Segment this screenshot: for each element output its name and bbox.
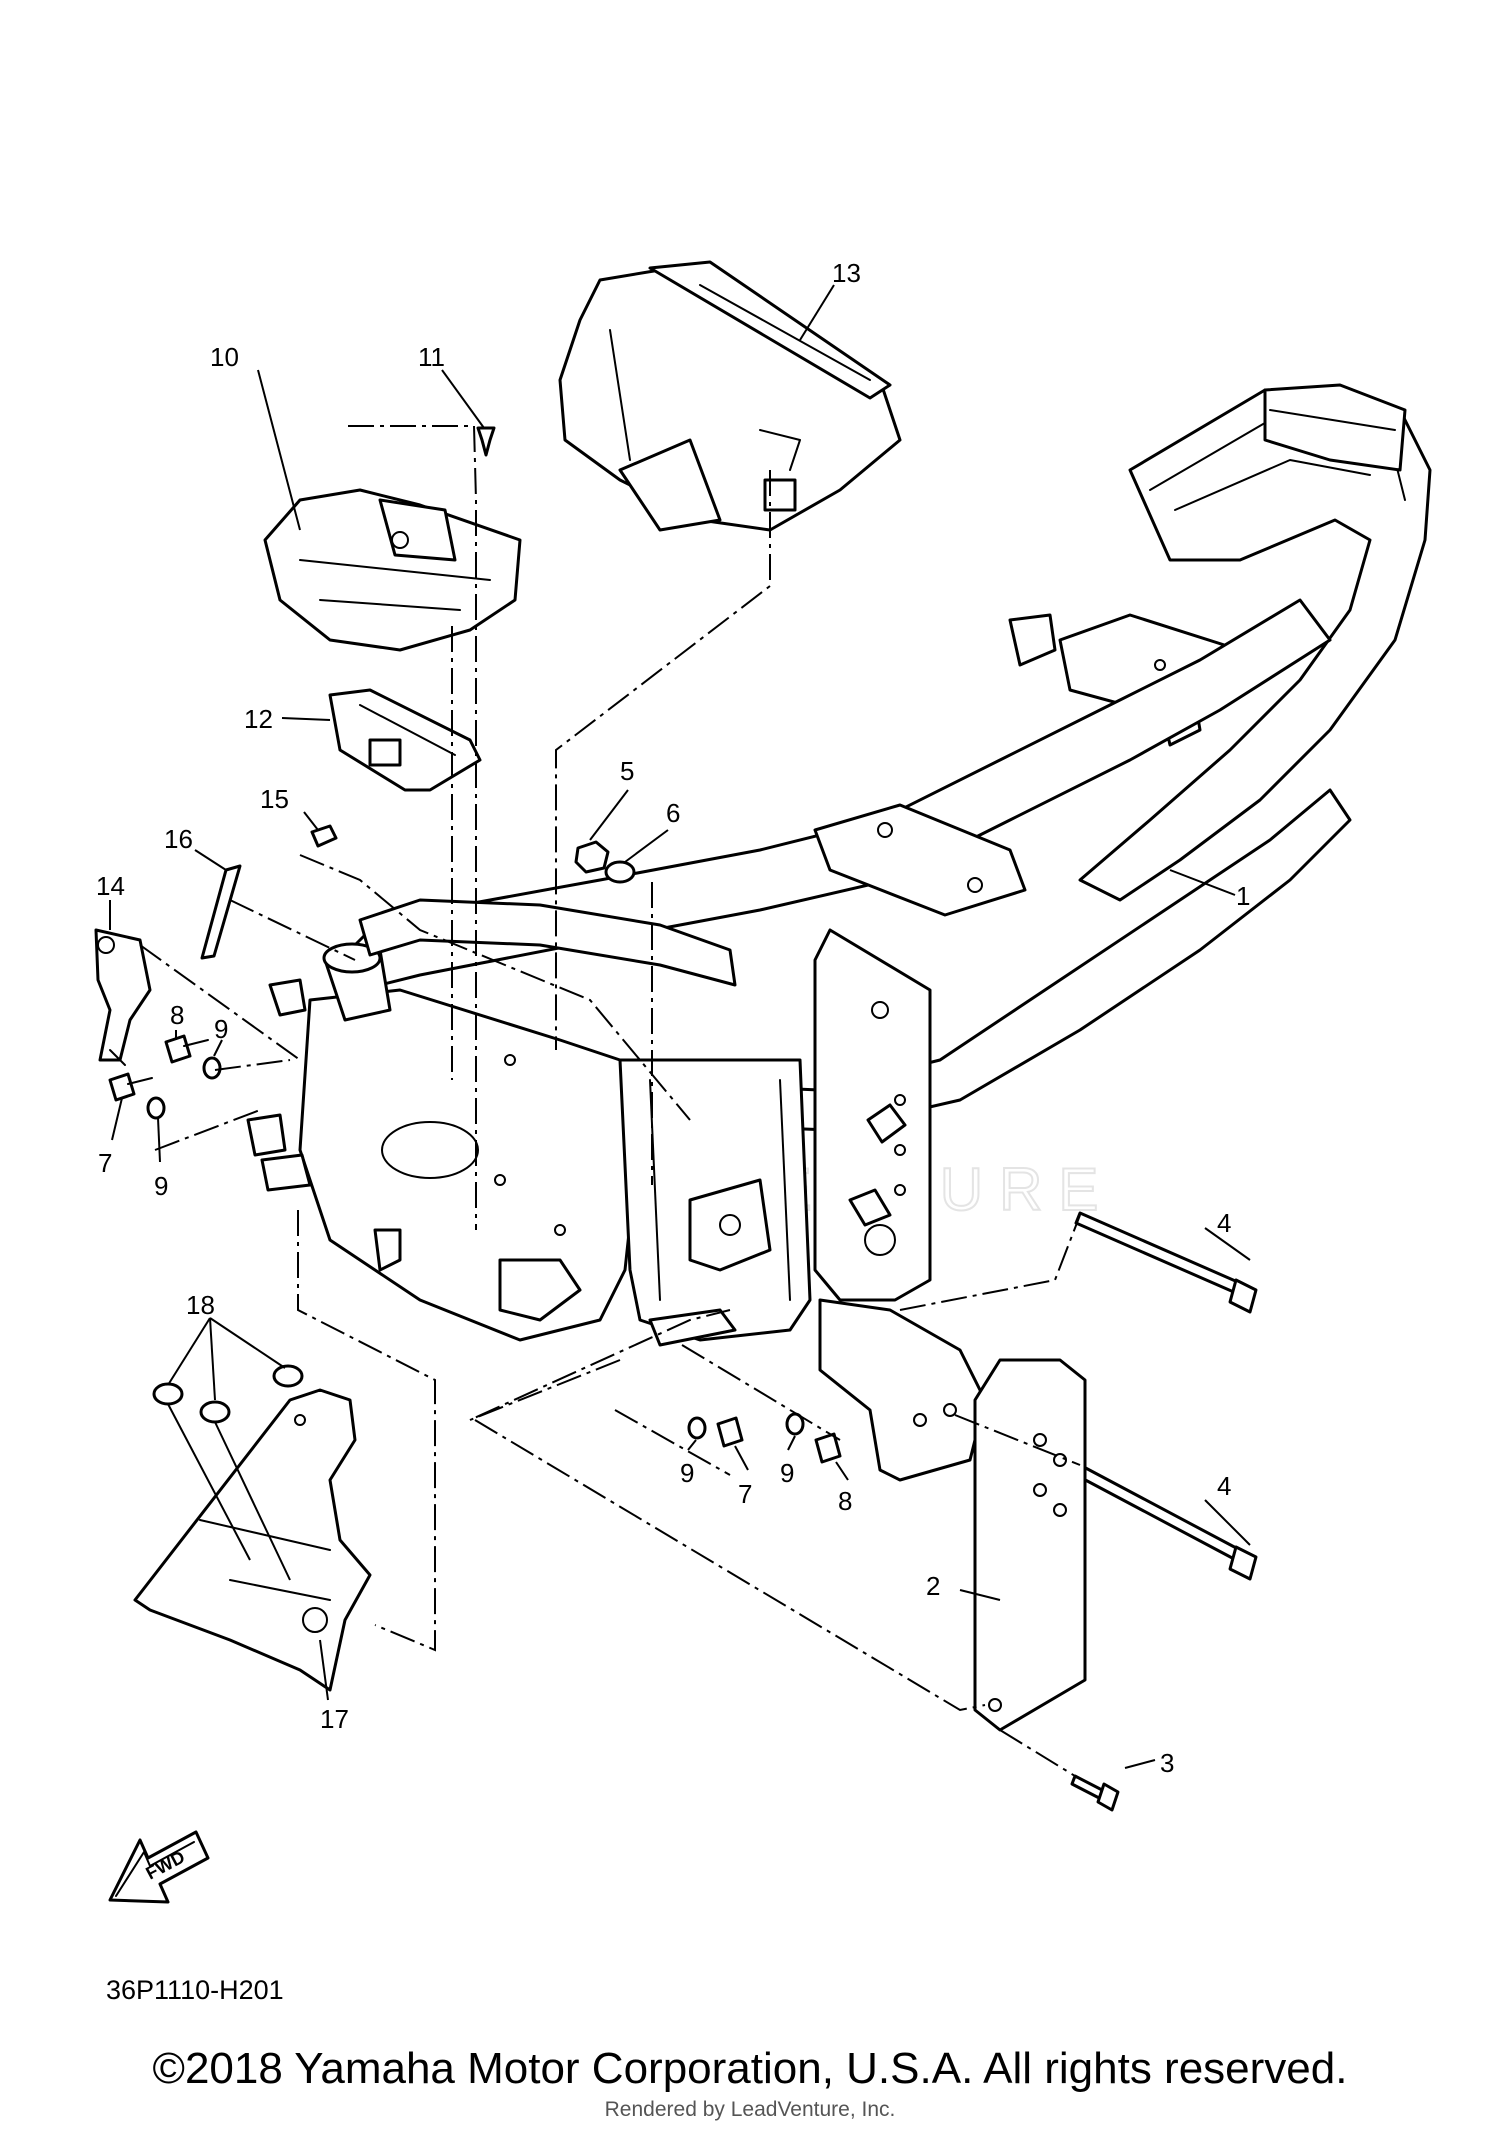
callout-13: 13 [832,258,861,288]
fasteners-18 [152,1364,304,1424]
rendered-by-text: Rendered by LeadVenture, Inc. [604,2098,896,2121]
strip-16 [200,864,242,960]
callout-4-lower: 4 [1217,1471,1231,1501]
washer-6 [604,860,636,884]
copyright-text: ©2018 Yamaha Motor Corporation, U.S.A. A… [152,2044,1348,2093]
diagram-code: 36P1110-H201 [106,1975,284,2005]
callout-18: 18 [186,1290,215,1320]
callout-1: 1 [1236,881,1250,911]
nut-5 [574,840,610,874]
bolts-lower-center [687,1412,842,1464]
callout-7-left: 7 [98,1148,112,1178]
leader-lines [109,284,1251,1769]
callout-17: 17 [320,1704,349,1734]
clip-11 [476,426,496,457]
plate-2 [973,1358,1087,1732]
main-frame [298,383,1432,1482]
callout-9-lower-left: 9 [154,1171,168,1201]
callout-15: 15 [260,784,289,814]
callouts: 1 2 3 4 4 5 6 7 7 8 8 9 9 9 9 10 11 12 1… [96,258,1250,1778]
callout-2: 2 [926,1571,940,1601]
collar-pair [246,978,312,1192]
bolt-15 [310,824,338,848]
callout-8-left: 8 [170,1000,184,1030]
bolt-7-left [108,1072,153,1102]
callout-9-upper-left: 9 [214,1014,228,1044]
callout-7-lower: 7 [738,1479,752,1509]
callout-6: 6 [666,798,680,828]
callout-8-lower: 8 [838,1486,852,1516]
callout-12: 12 [244,704,273,734]
fwd-arrow: FWD [108,1830,210,1904]
assembly-lines [139,425,1081,1777]
callout-16: 16 [164,824,193,854]
front-cover [263,488,522,652]
battery-box [558,260,902,532]
callout-4-upper: 4 [1217,1208,1231,1238]
bolt-4-upper [1074,1211,1258,1314]
bracket-14 [94,928,152,1066]
callout-11: 11 [418,342,445,372]
washer-9-left [146,1056,222,1120]
callout-5: 5 [620,756,634,786]
bolt-8-left [164,1034,209,1064]
callout-9-lower-b: 9 [780,1458,794,1488]
callout-3: 3 [1160,1748,1174,1778]
bracket-12 [328,688,482,792]
callout-10: 10 [210,342,239,372]
lower-cover-17 [133,1388,372,1692]
callout-14: 14 [96,871,125,901]
bolt-3 [1070,1774,1120,1812]
callout-9-lower-a: 9 [680,1458,694,1488]
